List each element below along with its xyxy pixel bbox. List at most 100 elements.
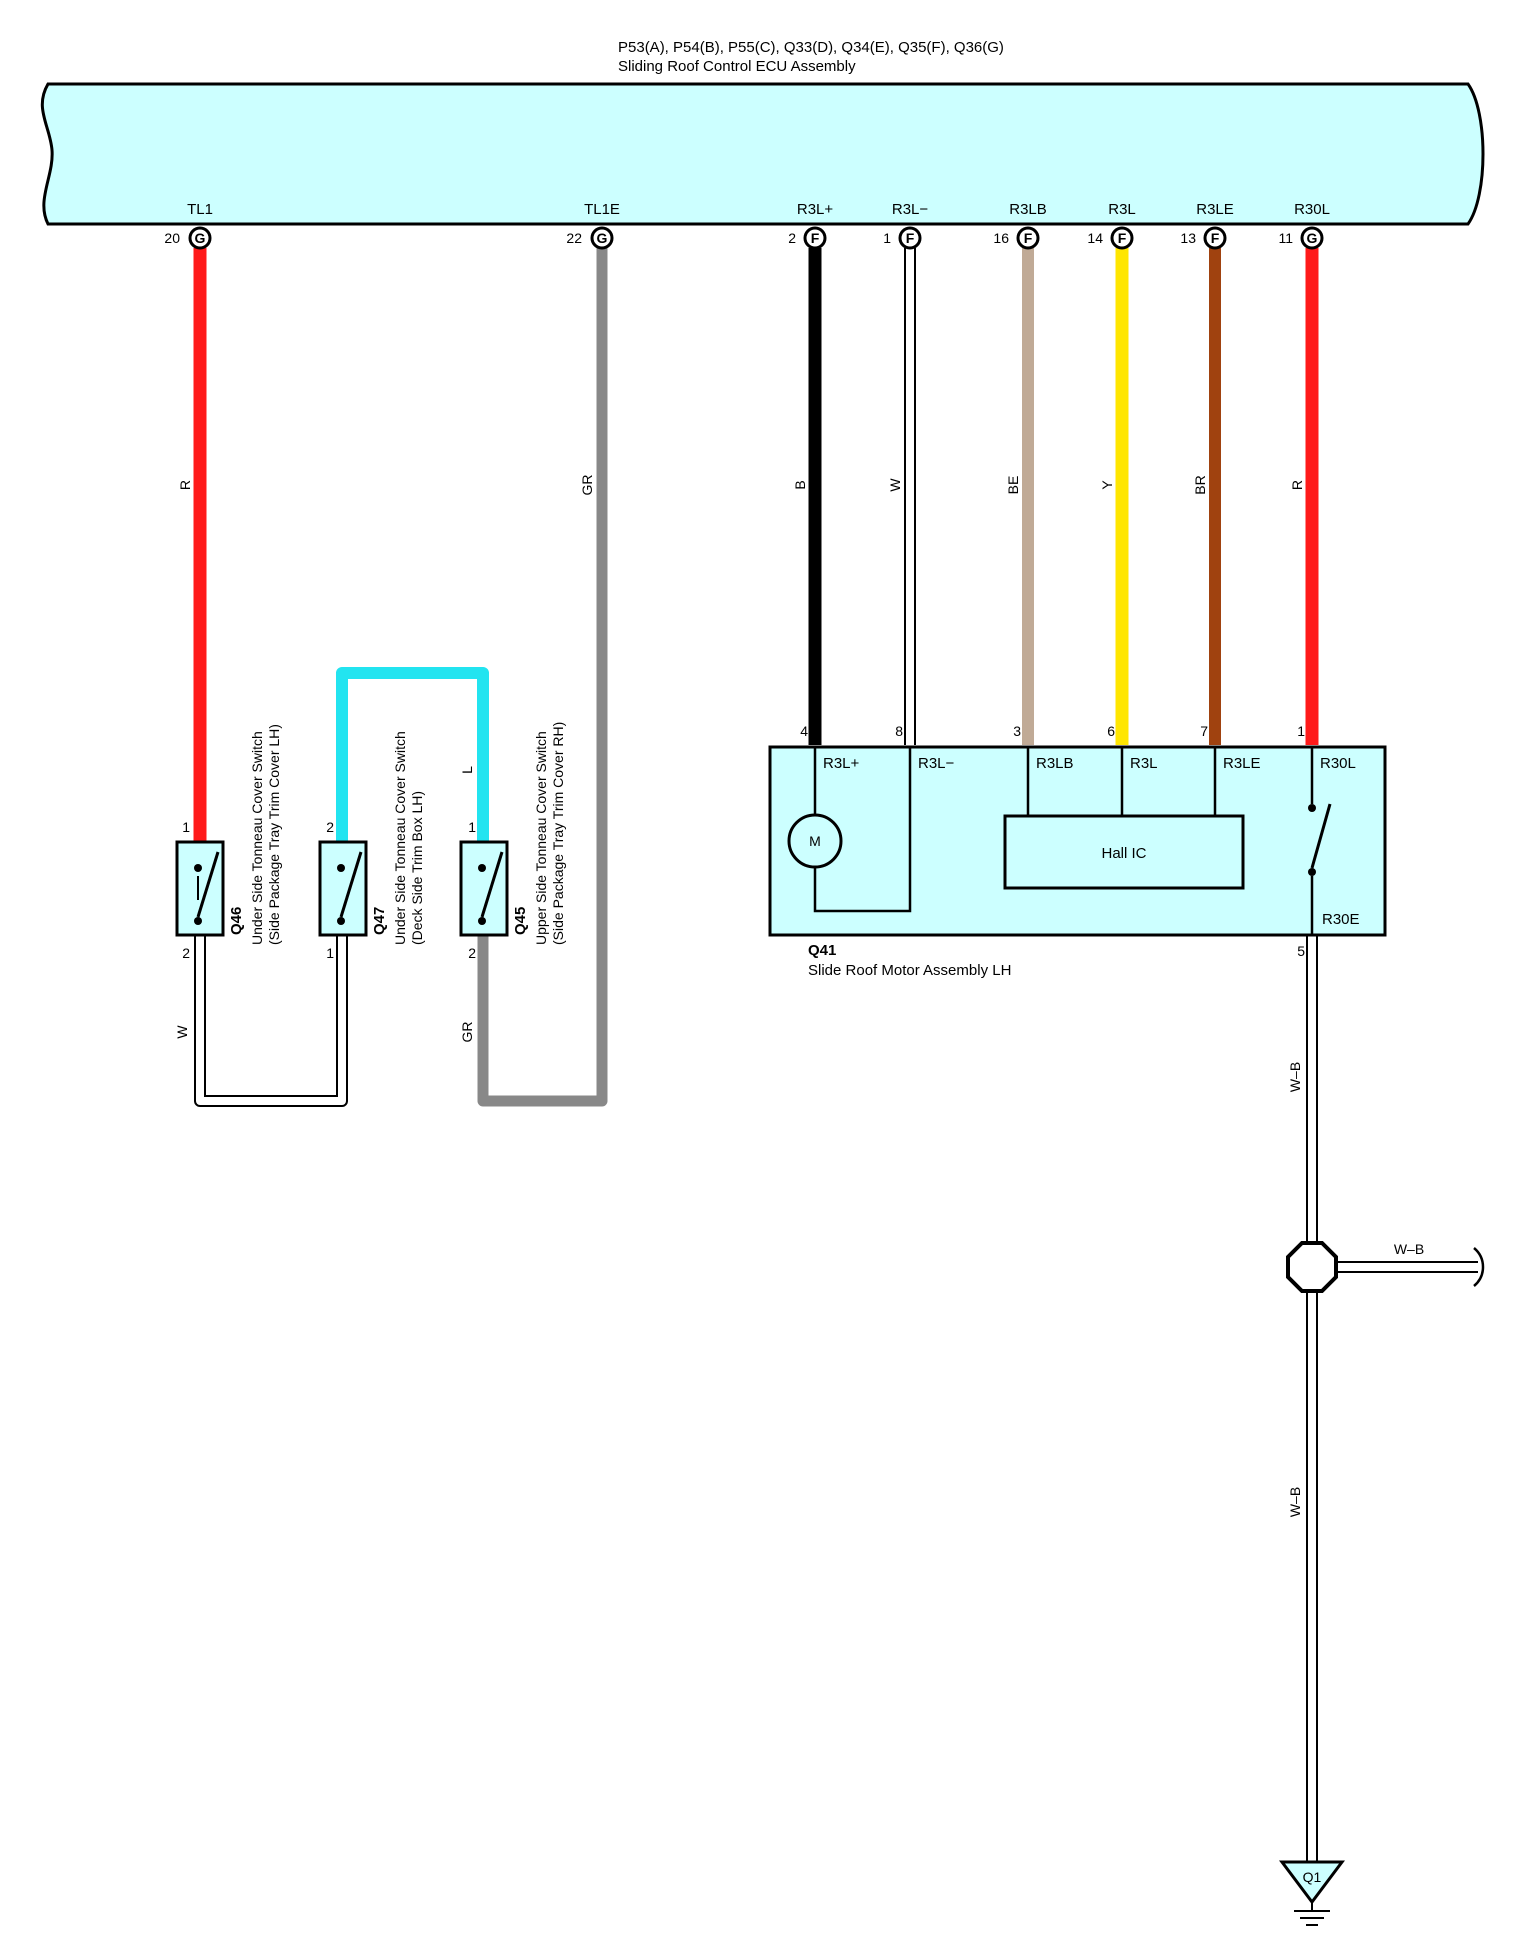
svg-text:14: 14 xyxy=(1087,230,1103,246)
switch-q45-pin-top: 1 xyxy=(468,819,476,835)
wire-label-r30l: R xyxy=(1289,480,1305,490)
motor-pin-8: 8 xyxy=(895,723,903,739)
ecu-pin-tl1: 20 G xyxy=(164,226,212,250)
ecu-pin-tl1e: 22 G xyxy=(566,226,614,250)
motor-term-r3lb: R3LB xyxy=(1036,755,1074,772)
relay-blade xyxy=(1310,803,1332,869)
motor-pin-5: 5 xyxy=(1297,943,1305,959)
switch-contact xyxy=(478,864,486,872)
switch-q47-pin-bottom: 1 xyxy=(326,945,334,961)
ground-q1-label: Q1 xyxy=(1303,1869,1322,1885)
wire-label-r3l-plus: B xyxy=(792,480,808,489)
motor-term-r3l-plus: R3L+ xyxy=(823,755,860,772)
motor-name: Slide Roof Motor Assembly LH xyxy=(808,962,1011,979)
ecu-term-r3le: R3LE xyxy=(1196,201,1234,218)
wire-label-gr-loop: GR xyxy=(459,1022,475,1043)
wire-label-r3l-minus: W xyxy=(887,478,903,492)
wire-color-labels: R GR B W BE Y BR R L W GR W–B W–B W–B xyxy=(174,475,1424,1518)
ecu-term-r3lb: R3LB xyxy=(1009,201,1047,218)
ground-q1: Q1 xyxy=(1279,1860,1345,1926)
hall-ic-label: Hall IC xyxy=(1101,845,1146,862)
switch-contact xyxy=(478,917,486,925)
ecu-pin-r3l-minus: 1 F xyxy=(883,226,922,250)
switch-q46-pin-bottom: 2 xyxy=(182,945,190,961)
switch-q47-line1: Under Side Tonneau Cover Switch xyxy=(392,731,408,945)
motor-pin-4: 4 xyxy=(800,723,808,739)
switch-q45: 1 2 Q45 Upper Side Tonneau Cover Switch … xyxy=(459,722,566,961)
ecu-term-tl1e: TL1E xyxy=(584,201,620,218)
wire-tl1e xyxy=(477,248,608,1107)
wire-runs xyxy=(193,248,1485,1876)
ecu-term-r3l-plus: R3L+ xyxy=(797,201,834,218)
motor-term-r3l-minus: R3L− xyxy=(918,755,955,772)
ecu-pin-r3le: 13 F xyxy=(1180,226,1227,250)
svg-text:20: 20 xyxy=(164,230,180,246)
motor-pin-6: 6 xyxy=(1107,723,1115,739)
splice-junction xyxy=(1286,1241,1338,1293)
switch-blade xyxy=(196,851,220,918)
switch-contact xyxy=(194,864,202,872)
ecu-term-tl1: TL1 xyxy=(187,201,213,218)
switch-q46-line1: Under Side Tonneau Cover Switch xyxy=(249,731,265,945)
ecu-term-r3l-minus: R3L− xyxy=(892,201,929,218)
svg-text:22: 22 xyxy=(566,230,582,246)
ecu-pin-r3lb: 16 F xyxy=(993,226,1040,250)
svg-text:1: 1 xyxy=(883,230,891,246)
switch-q47-id: Q47 xyxy=(371,907,388,935)
switch-contact xyxy=(337,917,345,925)
ecu-pin-r3l-plus: 2 F xyxy=(788,226,827,250)
svg-text:F: F xyxy=(1118,230,1127,246)
svg-text:G: G xyxy=(1307,230,1318,246)
switch-q46: 1 2 Q46 Under Side Tonneau Cover Switch … xyxy=(175,724,282,961)
svg-text:G: G xyxy=(195,230,206,246)
wire-label-wb-upper: W–B xyxy=(1287,1062,1303,1092)
motor-term-r30l: R30L xyxy=(1320,755,1356,772)
switch-q47-line2: (Deck Side Trim Box LH) xyxy=(409,791,425,945)
motor-pin-3: 3 xyxy=(1013,723,1021,739)
wire-label-r3l: Y xyxy=(1099,480,1115,490)
motor-id: Q41 xyxy=(808,942,836,959)
wire-l-loop xyxy=(336,667,489,842)
motor-term-r30e: R30E xyxy=(1322,911,1360,928)
switch-q45-pin-bottom: 2 xyxy=(468,945,476,961)
ecu-term-r3l: R3L xyxy=(1108,201,1136,218)
ecu-connector-list: P53(A), P54(B), P55(C), Q33(D), Q34(E), … xyxy=(618,39,1004,56)
motor-icon xyxy=(787,813,843,869)
switch-q46-pin-top: 1 xyxy=(182,819,190,835)
svg-text:11: 11 xyxy=(1278,230,1293,246)
ecu-term-r30l: R30L xyxy=(1294,201,1330,218)
wire-label-w-loop: W xyxy=(174,1025,190,1039)
wire-label-r3lb: BE xyxy=(1005,476,1021,495)
switch-q46-id: Q46 xyxy=(228,907,245,935)
motor-term-r3le: R3LE xyxy=(1223,755,1261,772)
relay-contact xyxy=(1308,804,1316,812)
switch-blade xyxy=(339,851,363,918)
motor-symbol: M xyxy=(809,833,821,849)
svg-text:G: G xyxy=(597,230,608,246)
svg-text:13: 13 xyxy=(1180,230,1196,246)
svg-text:F: F xyxy=(811,230,820,246)
switch-q47: 2 1 Q47 Under Side Tonneau Cover Switch … xyxy=(318,731,425,961)
switch-blade xyxy=(480,851,504,918)
svg-text:16: 16 xyxy=(993,230,1009,246)
switch-q45-line2: (Side Package Tray Trim Cover RH) xyxy=(550,722,566,945)
wire-label-r3le: BR xyxy=(1192,475,1208,494)
relay-contact xyxy=(1308,868,1316,876)
wire-w-loop xyxy=(194,935,348,1107)
switch-q45-line1: Upper Side Tonneau Cover Switch xyxy=(533,731,549,945)
wire-label-tl1e: GR xyxy=(579,475,595,496)
wire-label-wb-lower: W–B xyxy=(1287,1487,1303,1517)
switch-q45-id: Q45 xyxy=(512,907,529,935)
motor-assembly-q41: M Hall IC R3L+ R3L− R3LB R3L R3LE R30L R… xyxy=(768,723,1387,979)
switch-contact xyxy=(337,864,345,872)
switch-contact xyxy=(194,917,202,925)
svg-text:F: F xyxy=(1024,230,1033,246)
ecu-pin-r30l: 11 G xyxy=(1278,226,1324,250)
ecu-name: Sliding Roof Control ECU Assembly xyxy=(618,58,856,75)
wire-label-tl1: R xyxy=(177,480,193,490)
ecu-body xyxy=(40,82,1485,226)
ecu-pin-r3l: 14 F xyxy=(1087,226,1134,250)
svg-text:2: 2 xyxy=(788,230,796,246)
wire-label-wb-branch: W–B xyxy=(1394,1241,1424,1257)
